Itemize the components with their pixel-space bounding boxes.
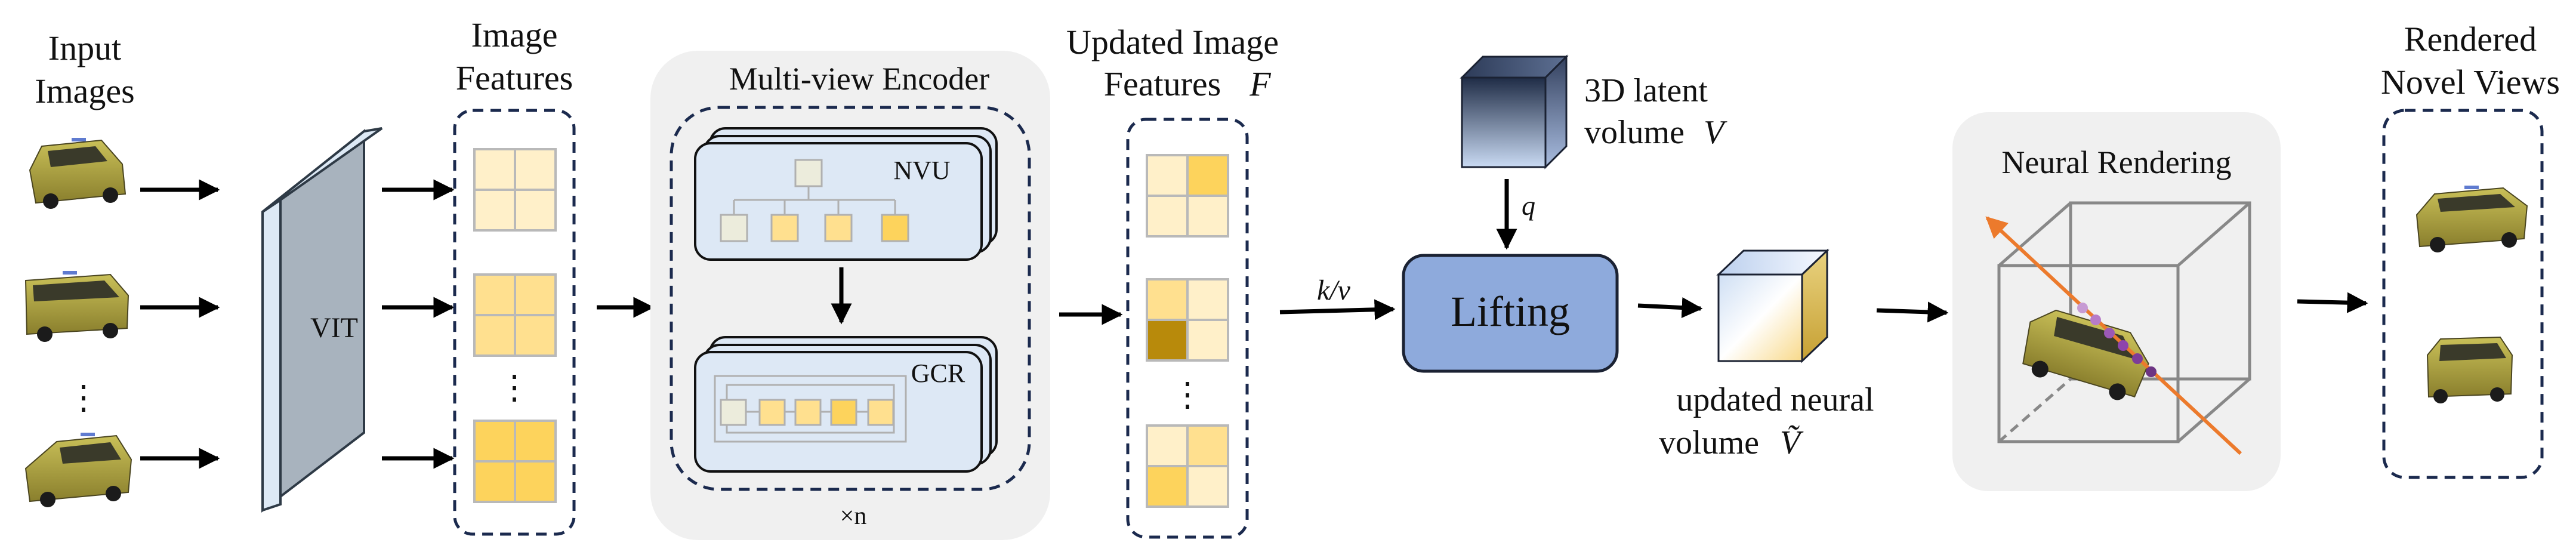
updated-features-symbol: F <box>1249 64 1271 103</box>
lifting-label: Lifting <box>1451 288 1570 335</box>
updated-volume-symbol: Ṽ <box>1780 424 1804 461</box>
arrows-input-to-vit <box>140 179 220 469</box>
arrow-lifting-to-updated-volume <box>1637 297 1703 318</box>
gcr-block: GCR <box>694 336 998 473</box>
input-van-image-2 <box>24 271 129 342</box>
input-ellipsis: ⋮ <box>67 380 100 417</box>
q-label: q <box>1522 190 1535 221</box>
updated-feature-grid-3 <box>1146 424 1229 508</box>
output-title-line2: Novel Views <box>2381 63 2560 101</box>
image-features-section: Image Features ⋮ <box>453 16 576 536</box>
kv-label: k/v <box>1317 275 1351 306</box>
updated-features-dashed-box <box>1126 118 1249 539</box>
lifting-block: Lifting <box>1402 254 1619 373</box>
arrow-volume-to-rendering <box>1876 301 1949 323</box>
nvu-block: NVU <box>694 127 998 261</box>
latent-label-line2: volume <box>1584 114 1685 151</box>
updated-features-section: Updated Image Features F ⋮ <box>1066 23 1279 539</box>
neural-rendering-title: Neural Rendering <box>2001 144 2231 180</box>
ray-sample-points <box>2077 303 2157 377</box>
feature-grid-3 <box>473 420 557 503</box>
features-ellipsis: ⋮ <box>498 369 531 406</box>
input-images-section: Input Images ⋮ <box>24 29 135 507</box>
arrows-vit-to-features <box>382 179 455 469</box>
features-dashed-box <box>453 109 576 536</box>
feature-grid-2 <box>473 273 557 357</box>
updated-volume-line2: volume <box>1659 424 1759 461</box>
rendered-van-image-2 <box>2426 336 2513 403</box>
feature-grid-1 <box>473 148 557 232</box>
nvu-tree-diagram <box>720 159 909 242</box>
rendered-views-section: Rendered Novel Views <box>2381 20 2560 479</box>
updated-volume-line1: updated neural <box>1676 381 1874 418</box>
features-title-line1: Image <box>471 16 558 54</box>
vit-block: VIT <box>261 127 383 513</box>
input-title-line2: Images <box>35 72 135 110</box>
latent-label-line1: 3D latent <box>1584 72 1708 109</box>
updated-feature-grid-2 <box>1146 278 1229 362</box>
rendered-van-image-1 <box>2415 186 2528 252</box>
arrow-kv-to-lifting <box>1279 299 1396 320</box>
latent-volume-cube <box>1460 54 1569 169</box>
encoder-title: Multi-view Encoder <box>729 61 989 97</box>
features-title-line2: Features <box>456 58 573 97</box>
arrow-rendering-to-output <box>2297 292 2368 313</box>
updated-volume-cube <box>1716 248 1830 363</box>
output-title-line1: Rendered <box>2404 20 2537 58</box>
input-title-line1: Input <box>48 29 121 67</box>
input-van-image-3 <box>24 433 132 507</box>
latent-symbol: V <box>1704 114 1727 151</box>
neural-rendering-panel: Neural Rendering <box>1952 112 2281 491</box>
gcr-label: GCR <box>911 359 965 388</box>
multiview-encoder-panel: Multi-view Encoder NVU <box>650 51 1050 540</box>
input-van-image-1 <box>29 138 127 209</box>
nvu-label: NVU <box>893 156 950 185</box>
updated-features-title-line2: Features <box>1104 64 1221 103</box>
rendering-van-image <box>2022 309 2149 400</box>
updated-features-title-line1: Updated Image <box>1066 23 1279 61</box>
encoder-dashed-box <box>670 106 1031 491</box>
output-dashed-box <box>2382 109 2544 479</box>
updated-feature-grid-1 <box>1146 154 1229 238</box>
vit-label: VIT <box>310 312 358 344</box>
gcr-nodes <box>720 399 894 426</box>
encoder-repeat-label: ×n <box>840 502 867 530</box>
updated-features-ellipsis: ⋮ <box>1171 377 1204 414</box>
